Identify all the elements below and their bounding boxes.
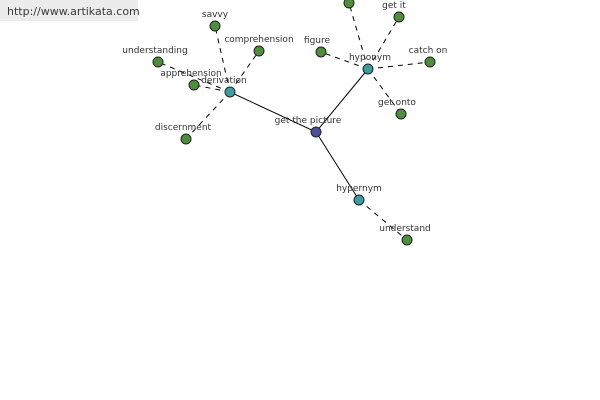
nodes xyxy=(152,0,436,246)
leaf-label-catch-on: catch on xyxy=(409,46,448,56)
leaf-label-apprehension: apprehension xyxy=(160,69,221,79)
edge-derivation-savvy xyxy=(214,25,231,93)
leaf-node-discernment[interactable] xyxy=(180,133,192,145)
watermark-link[interactable]: http://www.artikata.com xyxy=(7,5,140,18)
leaf-node-get-it[interactable] xyxy=(393,11,405,23)
leaf-label-get-it: get it xyxy=(382,1,406,11)
leaf-label-get-onto: get onto xyxy=(378,98,416,108)
edge-hyponym-catch-on xyxy=(367,61,431,70)
center-node[interactable] xyxy=(310,126,322,138)
leaf-node-get-onto[interactable] xyxy=(395,108,407,120)
leaf-label-comprehension: comprehension xyxy=(224,35,293,45)
relation-label-hyponym: hyponym xyxy=(349,53,391,63)
leaf-node-understand[interactable] xyxy=(401,234,413,246)
edge-hyponym-figure xyxy=(320,51,369,70)
edge-hyponym-unlabeled xyxy=(348,2,369,70)
relation-node-derivation[interactable] xyxy=(224,86,236,98)
relation-node-hyponym[interactable] xyxy=(362,63,374,75)
watermark-bar: http://www.artikata.com xyxy=(0,0,140,21)
leaf-node-comprehension[interactable] xyxy=(253,45,265,57)
edge-derivation-comprehension xyxy=(229,50,260,93)
leaf-node-unlabeled[interactable] xyxy=(343,0,355,9)
leaf-node-catch-on[interactable] xyxy=(424,56,436,68)
edge-derivation-apprehension xyxy=(193,84,231,93)
edges xyxy=(157,2,431,241)
edge-center-hypernym xyxy=(315,131,360,201)
leaf-node-apprehension[interactable] xyxy=(188,79,200,91)
leaf-label-savvy: savvy xyxy=(202,10,229,20)
center-node-label: get the picture xyxy=(275,116,342,126)
leaf-label-discernment: discernment xyxy=(155,123,212,133)
leaf-node-savvy[interactable] xyxy=(209,20,221,32)
labels: get the picture derivation savvy comprehens… xyxy=(122,1,447,234)
leaf-label-figure: figure xyxy=(304,36,331,46)
edge-derivation-discernment xyxy=(185,91,231,140)
edge-center-derivation xyxy=(229,91,317,133)
relation-label-derivation: derivation xyxy=(201,76,247,86)
relation-node-hypernym[interactable] xyxy=(353,194,365,206)
leaf-node-understanding[interactable] xyxy=(152,56,164,68)
edge-center-hyponym xyxy=(315,68,369,133)
leaf-label-understanding: understanding xyxy=(122,46,187,56)
edge-derivation-understanding xyxy=(157,61,231,93)
leaf-node-figure[interactable] xyxy=(315,46,327,58)
edge-hyponym-get-it xyxy=(367,16,400,70)
leaf-label-understand: understand xyxy=(379,224,431,234)
edge-hypernym-understand xyxy=(358,199,408,241)
relation-label-hypernym: hypernym xyxy=(336,184,382,194)
